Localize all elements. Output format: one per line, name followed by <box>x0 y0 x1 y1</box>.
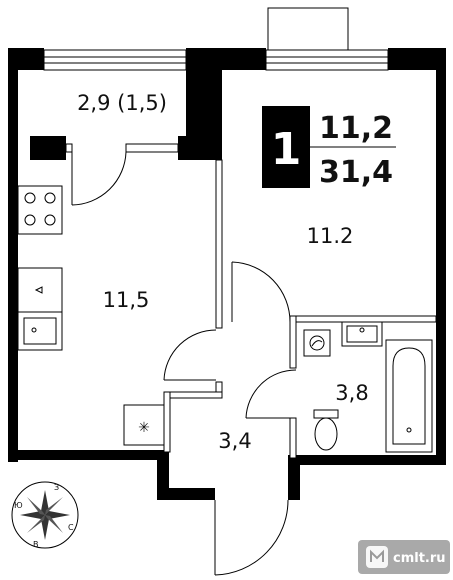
living-area-label: 11.2 <box>307 224 354 248</box>
kitchen-area-label: 11,5 <box>103 288 150 312</box>
compass-label-n: С <box>68 523 74 532</box>
outer-walls <box>8 48 446 500</box>
kitchen-fixtures: ✳ <box>17 185 165 446</box>
badge-total-area: 31,4 <box>319 155 393 190</box>
bathroom-area-label: 3,8 <box>335 381 368 405</box>
windows <box>43 7 389 71</box>
compass-label-e: В <box>33 540 39 549</box>
loggia-area-label: 2,9 (1,5) <box>77 91 167 115</box>
toilet-icon <box>313 409 339 419</box>
stove-icon <box>17 185 63 235</box>
bathroom-fixtures <box>303 321 433 453</box>
utility-star-icon: ✳ <box>138 420 150 436</box>
compass-label-w: З <box>54 483 59 492</box>
rooms-count: 1 <box>271 124 302 175</box>
tap-icon <box>34 286 43 294</box>
apartment-badge: 1 11,2 31,4 <box>262 106 396 190</box>
compass-needle-icon <box>41 490 49 515</box>
badge-living-area: 11,2 <box>319 111 393 146</box>
hall-area-label: 3,4 <box>218 429 251 453</box>
watermark-text: cmlt.ru <box>393 551 446 566</box>
watermark: cmlt.ru <box>358 540 450 574</box>
compass-label-s: Ю <box>14 501 23 510</box>
compass: С Ю В З <box>11 481 79 549</box>
room-labels: 2,9 (1,5) 11,5 11.2 3,4 3,8 <box>77 91 369 453</box>
washing-machine-icon <box>303 329 331 357</box>
doors <box>71 150 297 576</box>
interior-walls <box>30 70 437 459</box>
